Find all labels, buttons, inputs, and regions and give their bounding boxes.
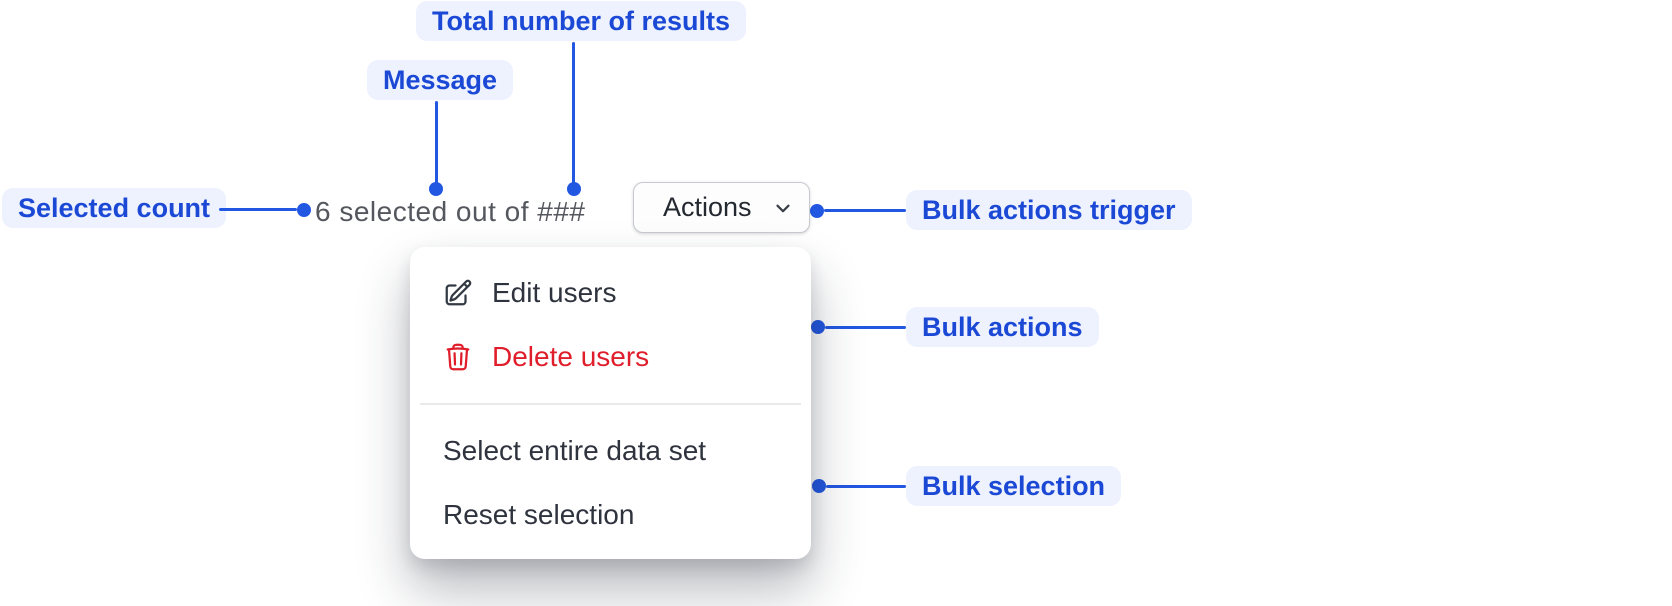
connector-dot-trigger: [810, 204, 824, 218]
menu-item-select-entire-data-set[interactable]: Select entire data set: [410, 419, 811, 483]
bulk-actions-trigger-button[interactable]: Actions: [633, 182, 810, 233]
selection-count-message: 6 selected out of ###: [315, 196, 586, 227]
actions-button-label: Actions: [663, 192, 752, 222]
connector-line-message: [435, 101, 438, 188]
menu-item-delete-users[interactable]: Delete users: [410, 325, 811, 389]
annotation-selected-count: Selected count: [2, 188, 227, 228]
connector-line-bulk-actions: [825, 326, 906, 329]
connector-line-selected-count: [219, 208, 297, 211]
connector-dot-bulk-selection: [812, 479, 826, 493]
chevron-down-icon: [772, 197, 794, 219]
annotation-total-results: Total number of results: [416, 1, 747, 41]
menu-item-label: Reset selection: [443, 499, 635, 530]
menu-item-edit-users[interactable]: Edit users: [410, 261, 811, 325]
annotation-bulk-actions-trigger: Bulk actions trigger: [906, 190, 1192, 230]
menu-item-label: Edit users: [492, 277, 617, 308]
pencil-square-icon: [443, 278, 473, 308]
menu-item-label: Delete users: [492, 341, 650, 372]
trash-icon: [443, 342, 473, 372]
connector-dot-message: [429, 182, 443, 196]
menu-divider: [420, 403, 801, 405]
connector-dot-selected-count: [297, 203, 311, 217]
menu-item-label: Select entire data set: [443, 435, 707, 466]
connector-dot-bulk-actions: [811, 320, 825, 334]
annotation-bulk-actions: Bulk actions: [906, 307, 1099, 347]
annotation-message: Message: [367, 60, 514, 100]
connector-line-trigger: [824, 209, 906, 212]
connector-line-total-results: [572, 42, 575, 188]
annotation-bulk-selection: Bulk selection: [906, 466, 1122, 506]
menu-item-reset-selection[interactable]: Reset selection: [410, 483, 811, 547]
bulk-actions-menu: Edit users Delete users Select entire da…: [410, 247, 811, 559]
connector-dot-total-results: [567, 182, 581, 196]
connector-line-bulk-selection: [826, 485, 906, 488]
